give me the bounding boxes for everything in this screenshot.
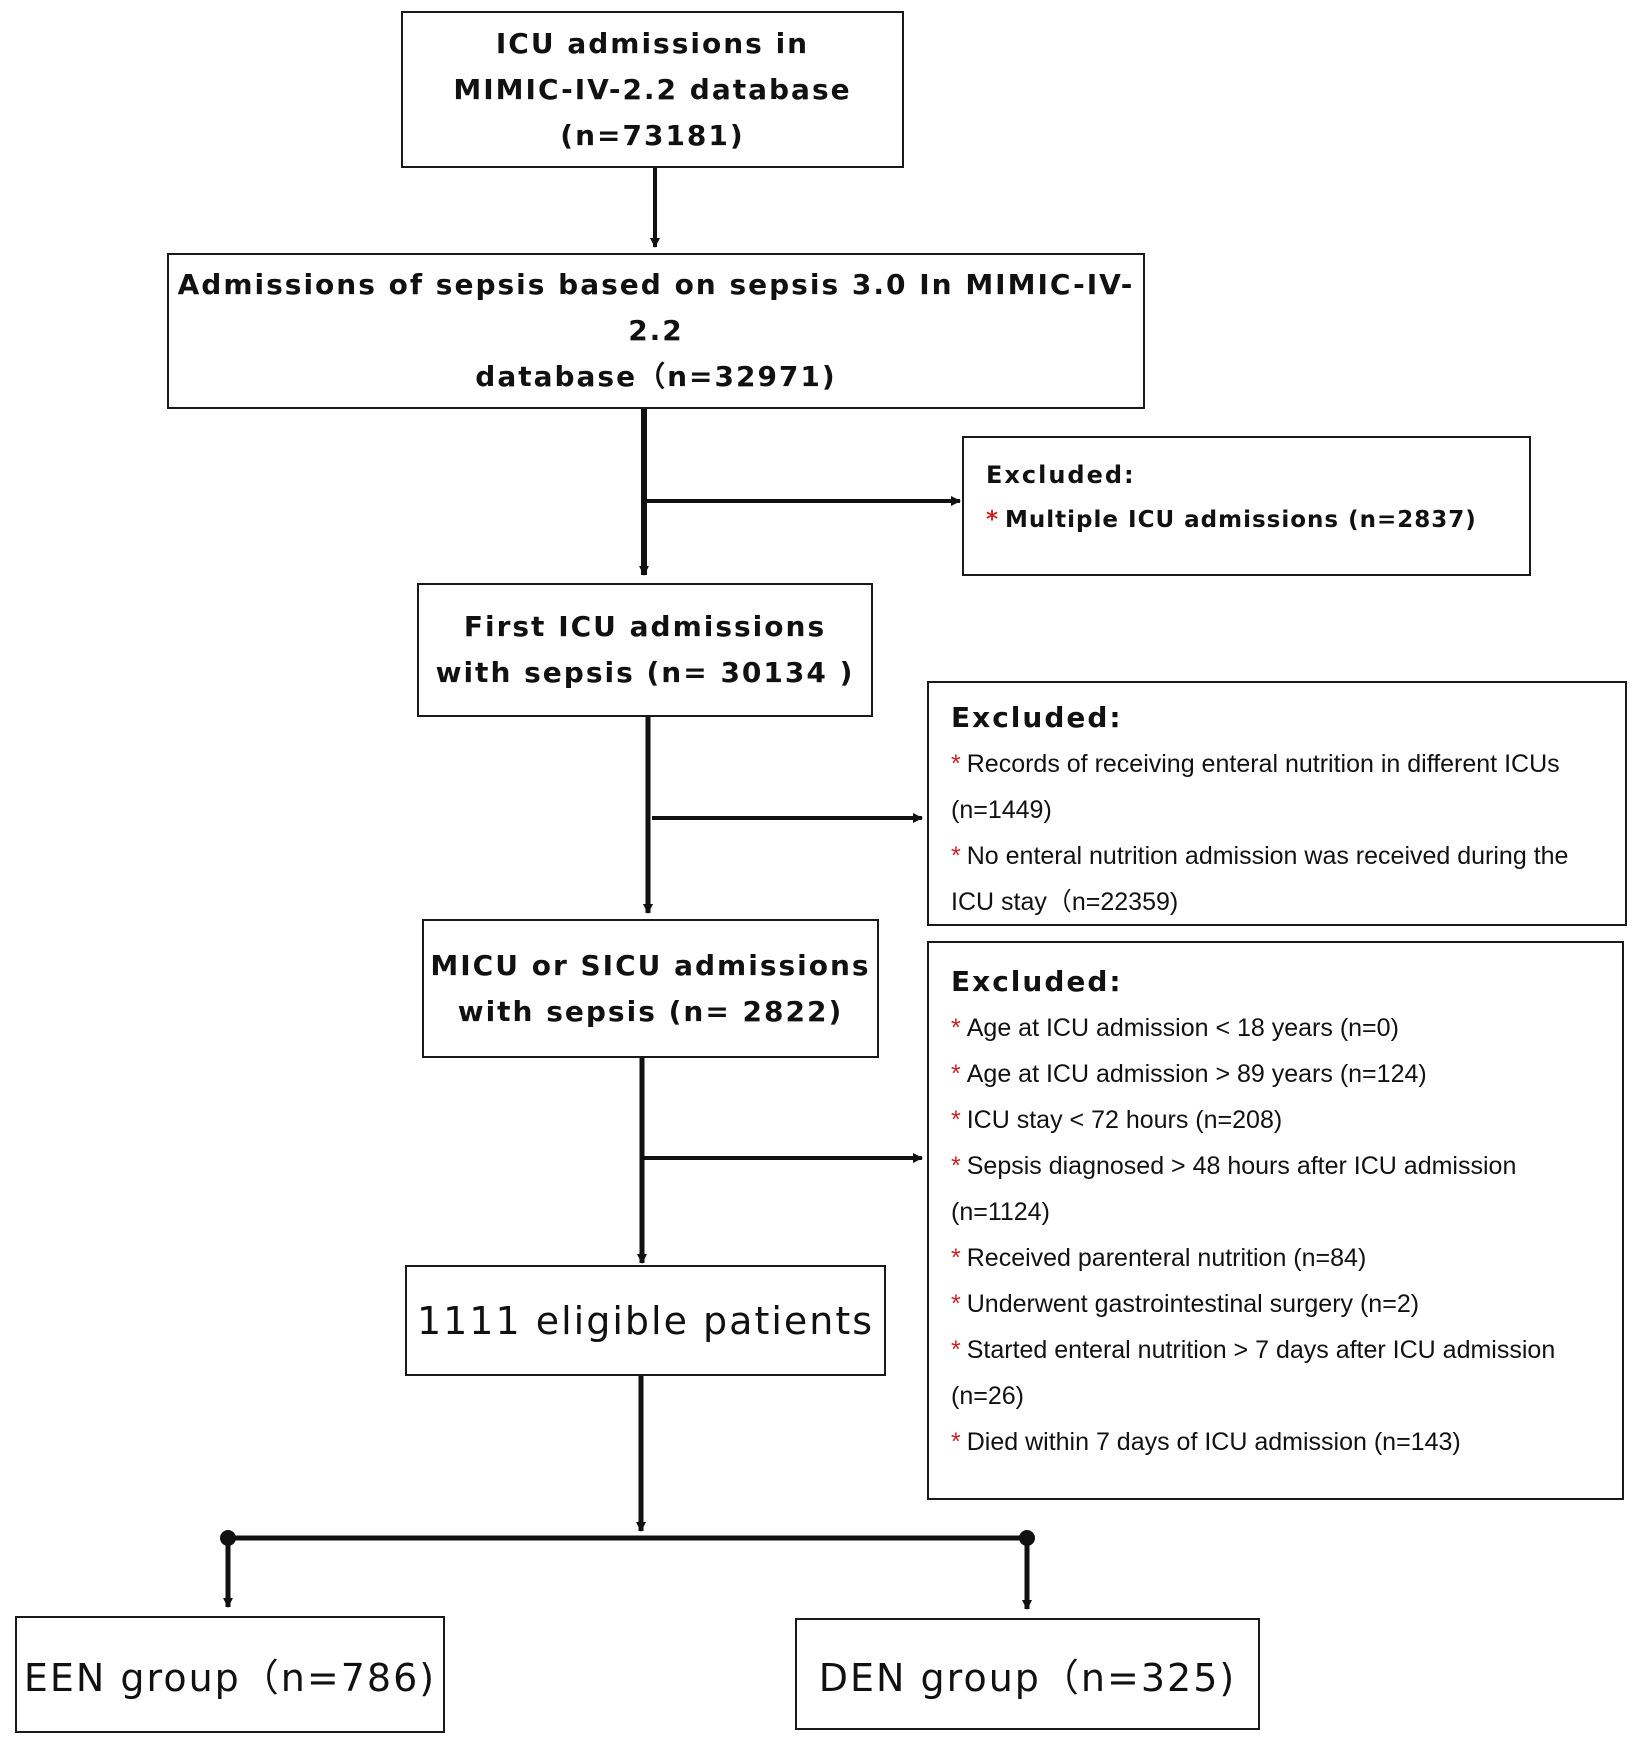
exclusion-item: *Started enteral nutrition > 7 days afte… [951,1336,1556,1410]
exclusion-box-3: Excluded: *Age at ICU admission < 18 yea… [927,941,1624,1500]
first-icu-box: First ICU admissions with sepsis (n= 301… [417,583,873,717]
exclusion-title: Excluded: [951,701,1123,734]
exclusion-item: *No enteral nutrition admission was rece… [951,842,1569,916]
den-group-box: DEN group（n=325) [795,1618,1260,1730]
sepsis-admissions-box: Admissions of sepsis based on sepsis 3.0… [167,253,1145,409]
eligible-patients-box: 1111 eligible patients [405,1265,886,1376]
exclusion-item: *Sepsis diagnosed > 48 hours after ICU a… [951,1152,1517,1226]
exclusion-box-2: Excluded: *Records of receiving enteral … [927,681,1627,926]
exclusion-title: Excluded: [951,965,1123,998]
exclusion-item: *Multiple ICU admissions (n=2837) [986,507,1477,533]
een-group-box: EEN group（n=786) [15,1616,445,1733]
icu-admissions-box: ICU admissions in MIMIC-IV-2.2 database … [401,11,904,168]
exclusion-item: *Age at ICU admission > 89 years (n=124) [951,1060,1427,1088]
exclusion-item: *Age at ICU admission < 18 years (n=0) [951,1014,1399,1042]
exclusion-item: *Underwent gastrointestinal surgery (n=2… [951,1290,1420,1318]
micu-sicu-box: MICU or SICU admissions with sepsis (n= … [422,919,879,1058]
exclusion-box-1: Excluded: *Multiple ICU admissions (n=28… [962,436,1531,576]
exclusion-item: *ICU stay < 72 hours (n=208) [951,1106,1283,1134]
exclusion-item: *Received parenteral nutrition (n=84) [951,1244,1367,1272]
exclusion-item: *Died within 7 days of ICU admission (n=… [951,1428,1461,1456]
exclusion-title: Excluded: [986,461,1136,489]
exclusion-item: *Records of receiving enteral nutrition … [951,750,1560,824]
